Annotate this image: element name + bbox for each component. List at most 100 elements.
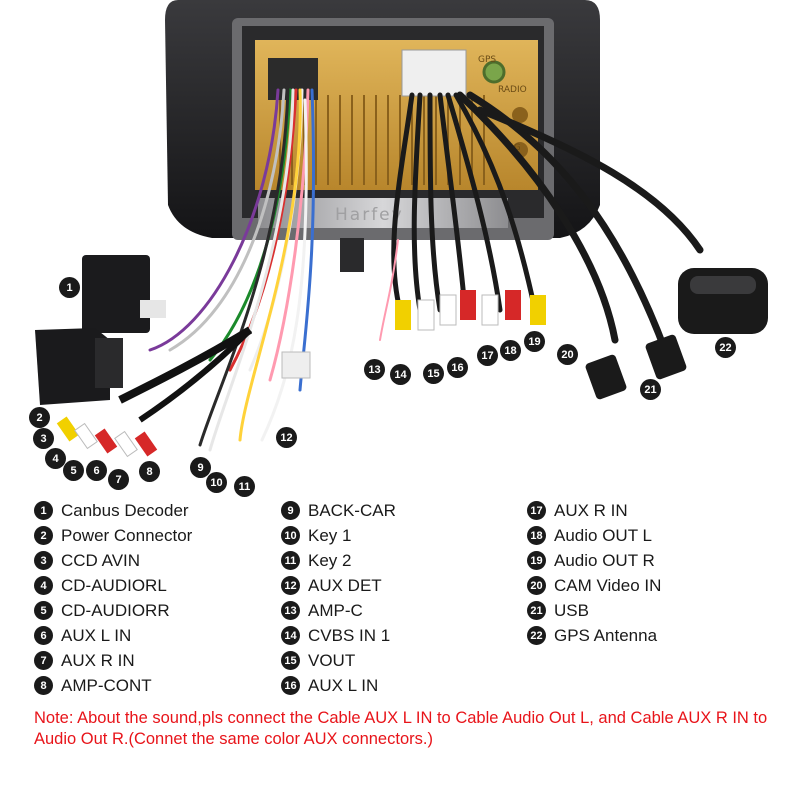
legend-number: 17	[527, 501, 546, 520]
legend-label: USB	[554, 600, 589, 620]
callout-badge-18: 18	[500, 340, 521, 361]
legend-item: 13 AMP-C	[281, 598, 396, 623]
legend-item: 19 Audio OUT R	[527, 548, 661, 573]
callout-badge-4: 4	[45, 448, 66, 469]
legend-label: CAM Video IN	[554, 575, 662, 595]
callout-badge-12: 12	[276, 427, 297, 448]
legend-label: AUX DET	[308, 575, 382, 595]
legend-column-2: 9 BACK-CAR 10 Key 1 11 Key 2 12 AUX DET 13 AM…	[281, 498, 396, 698]
brand-logo: Harfey	[335, 205, 404, 225]
head-unit-wiring-illustration: RADIO GPS 4G Harfey	[35, 0, 768, 458]
callout-badge-3: 3	[33, 428, 54, 449]
callout-badge-7: 7	[108, 469, 129, 490]
canbus-decoder-box	[82, 255, 150, 333]
legend-item: 1 Canbus Decoder	[34, 498, 192, 523]
legend-number: 20	[527, 576, 546, 595]
legend-label: CD-AUDIORR	[61, 600, 170, 620]
legend-item: 4 CD-AUDIORL	[34, 573, 192, 598]
legend-item: 6 AUX L IN	[34, 623, 192, 648]
legend-number: 1	[34, 501, 53, 520]
legend-number: 14	[281, 626, 300, 645]
legend-number: 19	[527, 551, 546, 570]
legend-label: CVBS IN 1	[308, 625, 391, 645]
legend-label: Audio OUT R	[554, 550, 655, 570]
rca-cluster-center	[395, 290, 546, 331]
callout-badge-6: 6	[86, 460, 107, 481]
legend-item: 17 AUX R IN	[527, 498, 661, 523]
gps-port-label: GPS	[478, 55, 496, 65]
callout-badge-21: 21	[640, 379, 661, 400]
legend-number: 21	[527, 601, 546, 620]
legend-number: 6	[34, 626, 53, 645]
legend-item: 11 Key 2	[281, 548, 396, 573]
callout-badge-8: 8	[139, 461, 160, 482]
legend-label: AUX R IN	[61, 650, 135, 670]
sound-connection-note: Note: About the sound,pls connect the Ca…	[34, 709, 768, 748]
legend-item: 10 Key 1	[281, 523, 396, 548]
legend-label: Canbus Decoder	[61, 500, 189, 520]
radio-port-label: RADIO	[498, 85, 527, 95]
legend-item: 12 AUX DET	[281, 573, 396, 598]
callout-badge-19: 19	[524, 331, 545, 352]
legend-number: 15	[281, 651, 300, 670]
legend-item: 20 CAM Video IN	[527, 573, 661, 598]
legend-number: 16	[281, 676, 300, 695]
callout-badge-16: 16	[447, 357, 468, 378]
callout-badge-11: 11	[234, 476, 255, 497]
legend-number: 10	[281, 526, 300, 545]
legend-item: 3 CCD AVIN	[34, 548, 192, 573]
usb-plug-2	[645, 334, 687, 380]
legend-number: 22	[527, 626, 546, 645]
power-connector-plug	[35, 328, 110, 405]
callout-badge-22: 22	[715, 337, 736, 358]
legend-item: 9 BACK-CAR	[281, 498, 396, 523]
legend-number: 5	[34, 601, 53, 620]
legend-label: Power Connector	[61, 525, 193, 545]
callout-badge-2: 2	[29, 407, 50, 428]
rca-cluster-left	[56, 416, 158, 458]
legend-number: 12	[281, 576, 300, 595]
callout-badge-14: 14	[390, 364, 411, 385]
callout-badge-13: 13	[364, 359, 385, 380]
legend-label: AUX L IN	[61, 625, 132, 645]
legend-item: 7 AUX R IN	[34, 648, 192, 673]
legend-item: 18 Audio OUT L	[527, 523, 661, 548]
legend-number: 18	[527, 526, 546, 545]
callout-badge-17: 17	[477, 345, 498, 366]
legend-label: Key 1	[308, 525, 352, 545]
legend-item: 22 GPS Antenna	[527, 623, 661, 648]
callout-badge-20: 20	[557, 344, 578, 365]
callout-badge-15: 15	[423, 363, 444, 384]
legend-label: AUX R IN	[554, 500, 628, 520]
legend-label: GPS Antenna	[554, 625, 658, 645]
legend-column-3: 17 AUX R IN 18 Audio OUT L 19 Audio OUT R 2…	[527, 498, 661, 648]
legend-number: 7	[34, 651, 53, 670]
legend-label: AMP-CONT	[61, 675, 152, 695]
legend-item: 21 USB	[527, 598, 661, 623]
callout-badge-5: 5	[63, 460, 84, 481]
callout-badge-1: 1	[59, 277, 80, 298]
legend-label: CCD AVIN	[61, 550, 141, 570]
legend-label: BACK-CAR	[308, 500, 396, 520]
legend-label: Key 2	[308, 550, 352, 570]
legend-label: Audio OUT L	[554, 525, 652, 545]
usb-plug-1	[585, 354, 627, 400]
legend-number: 13	[281, 601, 300, 620]
legend-item: 16 AUX L IN	[281, 673, 396, 698]
callout-badge-10: 10	[206, 472, 227, 493]
legend-item: 5 CD-AUDIORR	[34, 598, 192, 623]
legend-number: 3	[34, 551, 53, 570]
legend-label: VOUT	[308, 650, 356, 670]
legend-item: 14 CVBS IN 1	[281, 623, 396, 648]
legend-label: AMP-C	[308, 600, 363, 620]
legend-label: AUX L IN	[308, 675, 379, 695]
legend-number: 8	[34, 676, 53, 695]
legend-item: 8 AMP-CONT	[34, 673, 192, 698]
legend-number: 11	[281, 551, 300, 570]
legend-number: 9	[281, 501, 300, 520]
legend-number: 4	[34, 576, 53, 595]
legend-label: CD-AUDIORL	[61, 575, 167, 595]
